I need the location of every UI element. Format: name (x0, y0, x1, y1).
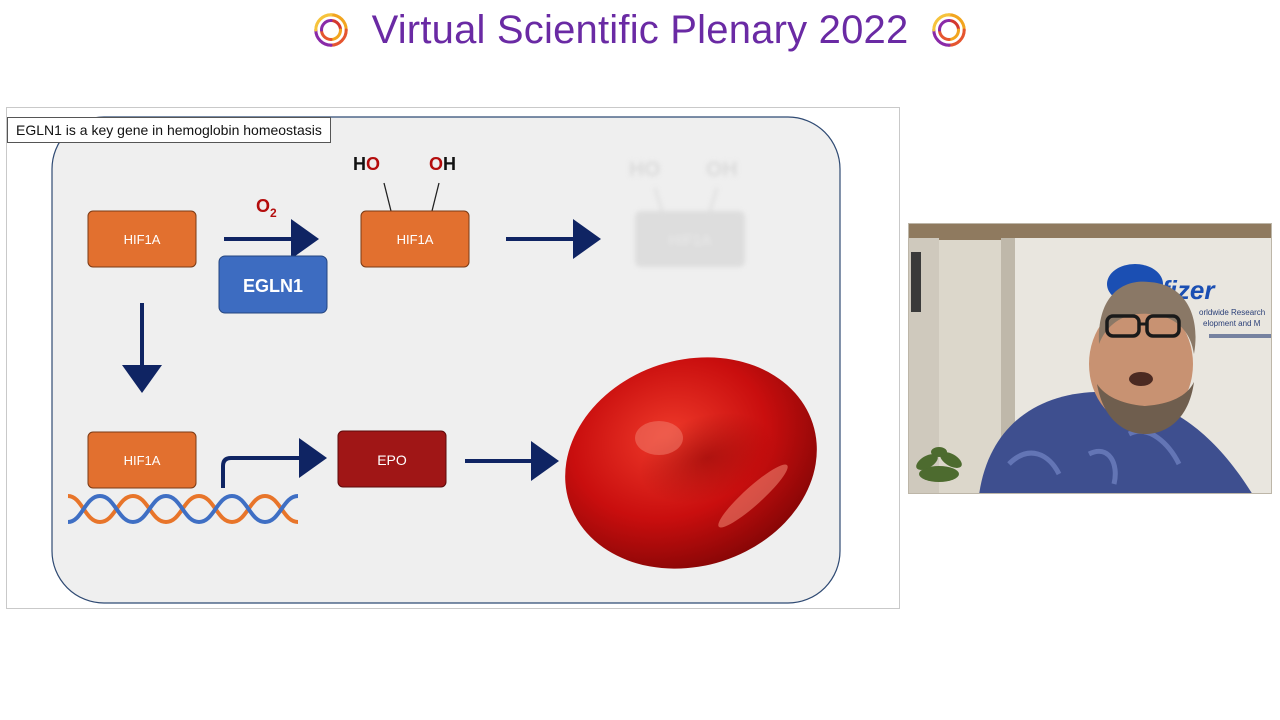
hif1a-label-top: HIF1A (124, 232, 161, 247)
bond-line-right (431, 182, 440, 212)
spiral-sun-logo-icon (932, 13, 967, 47)
hif1a-box-degraded (635, 211, 745, 267)
faded-oh-label: OH (706, 158, 738, 181)
hif1a-box-top (87, 210, 197, 268)
red-blood-cell-icon (565, 357, 817, 569)
bond-line-left (383, 182, 392, 212)
hif1a-label-bottom: HIF1A (124, 453, 161, 468)
shared-slide: EGLN1 is a key gene in hemoglobin homeos… (6, 107, 900, 609)
plant-icon (916, 447, 962, 482)
hif1a-box-hydroxylated (360, 210, 470, 268)
hif1a-box-bottom (87, 431, 197, 489)
page-title: Virtual Scientific Plenary 2022 (371, 8, 909, 52)
egln1-label: EGLN1 (243, 276, 303, 296)
hif1a-label-degraded: HIF1A (669, 232, 712, 249)
dna-helix-icon (67, 493, 299, 525)
header: Virtual Scientific Plenary 2022 (0, 0, 1280, 60)
banner-line-2: elopment and M (1203, 319, 1261, 328)
faded-ho-label: HO (629, 158, 661, 181)
speaker-video-frame: fizer orldwide Research elopment and M (909, 224, 1271, 493)
banner-line-1: orldwide Research (1199, 308, 1265, 317)
oxygen-label: O2 (256, 196, 277, 220)
egln1-box (218, 255, 328, 314)
hif1a-label-hydroxylated: HIF1A (397, 232, 434, 247)
arrow-transcription (221, 438, 327, 488)
speaker-video-tile: fizer orldwide Research elopment and M (908, 223, 1272, 494)
pathway-diagram: HIF1A O2 EGLN1 HO OH HIF1A HO OH HIF1A (51, 116, 841, 604)
epo-label: EPO (377, 452, 407, 468)
slide-caption: EGLN1 is a key gene in hemoglobin homeos… (7, 117, 331, 143)
spiral-sun-logo-icon (313, 13, 348, 47)
oh-label: OH (429, 154, 456, 174)
ho-label: HO (353, 154, 380, 174)
epo-box (337, 430, 447, 488)
degraded-hif1a-group: HO OH HIF1A (629, 158, 745, 267)
speaker-person (979, 281, 1252, 493)
